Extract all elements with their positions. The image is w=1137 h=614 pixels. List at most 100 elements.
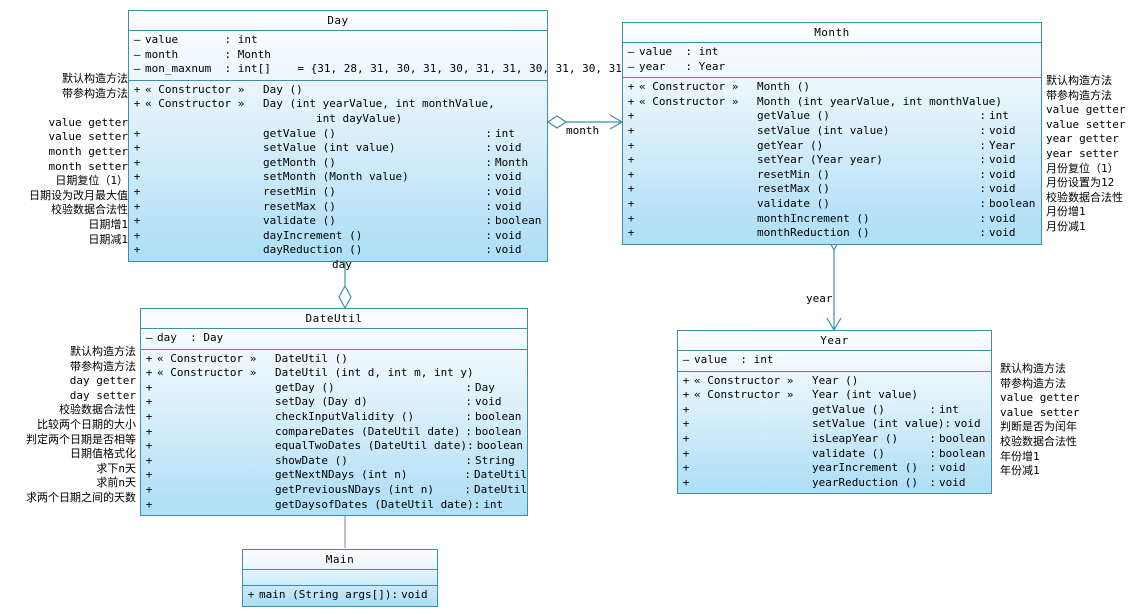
annotation-line: 月份设置为12: [1046, 176, 1115, 190]
operation-signature: main (String args[]): [259, 588, 392, 601]
attribute-row: –value : int: [129, 33, 547, 48]
operation-signature: setYear (Year year): [757, 153, 883, 167]
visibility-marker: +: [133, 228, 141, 242]
visibility-marker: –: [145, 331, 153, 344]
return-type: void: [954, 417, 981, 431]
attribute-compartment-day: –value : int–month : Month–mon_maxnum : …: [129, 31, 628, 81]
class-title-dateutil: DateUtil: [141, 309, 527, 329]
operation-signature: getValue (): [263, 126, 336, 140]
class-box-main[interactable]: Main +main (String args[]):void: [242, 549, 438, 607]
class-box-month[interactable]: Month –value : int–year : Year +« Constr…: [622, 22, 1042, 245]
operation-row: +dayReduction ():void: [129, 243, 547, 258]
operation-row: +resetMin ():void: [129, 185, 547, 200]
stereotype-label: [639, 212, 757, 227]
visibility-marker: +: [133, 155, 141, 169]
operation-row: +main (String args[]):void: [243, 588, 437, 603]
annotation-line: value getter: [1046, 103, 1126, 117]
operation-row: +resetMax ():void: [129, 200, 547, 215]
visibility-marker: +: [133, 243, 141, 257]
class-box-day[interactable]: Day –value : int–month : Month–mon_maxnu…: [128, 10, 628, 262]
annotation-line: value setter: [48, 130, 128, 144]
annotation-line: value setter: [1046, 117, 1126, 131]
visibility-marker: –: [627, 59, 635, 73]
operation-signature: yearReduction (): [812, 475, 918, 489]
attribute-colon: :: [740, 353, 754, 366]
operation-row: +resetMin ():void: [623, 168, 1041, 183]
operation-row: +getMonth ():Month: [129, 156, 547, 171]
operation-signature: getYear (): [757, 138, 824, 152]
return-colon: :: [465, 395, 472, 409]
annotation-line: 带参构造方法: [1000, 376, 1066, 390]
visibility-marker: +: [682, 373, 690, 387]
return-type: void: [495, 243, 522, 257]
attribute-compartment-main: [243, 570, 437, 586]
return-colon: :: [465, 453, 472, 467]
operation-row: +validate ():boolean: [678, 447, 991, 462]
stereotype-label: [694, 432, 812, 447]
return-colon: :: [465, 409, 472, 423]
attribute-colon: :: [685, 45, 699, 58]
operation-row: +« Constructor »Day (): [129, 83, 547, 98]
visibility-marker: +: [145, 395, 153, 409]
attribute-row: –value : int: [623, 45, 1041, 60]
return-colon: :: [929, 446, 936, 460]
visibility-marker: +: [627, 167, 635, 181]
operation-signature: setValue (int value): [757, 123, 890, 137]
attribute-compartment-year: –value : int: [678, 351, 991, 372]
operation-row: +getPreviousNDays (int n):DateUtil: [141, 483, 527, 498]
return-type: int: [989, 109, 1009, 123]
operation-row: +resetMax ():void: [623, 182, 1041, 197]
operation-signature: getMonth (): [263, 155, 336, 169]
annotation-line: value getter: [48, 115, 128, 129]
class-box-dateutil[interactable]: DateUtil –day : Day +« Constructor »Date…: [140, 308, 528, 517]
class-box-year[interactable]: Year –value : int +« Constructor »Year (…: [677, 330, 992, 495]
visibility-marker: –: [627, 45, 635, 58]
visibility-marker: +: [682, 402, 690, 416]
operation-signature: Day (int yearValue, int monthValue,: [263, 97, 495, 111]
stereotype-label: [639, 124, 757, 139]
operation-row: +monthIncrement ():void: [623, 212, 1041, 227]
return-colon: :: [473, 497, 481, 511]
visibility-marker: +: [627, 182, 635, 196]
return-type: void: [989, 123, 1016, 137]
class-title-main: Main: [243, 550, 437, 570]
return-colon: :: [485, 184, 492, 198]
operation-row: +yearReduction ():void: [678, 476, 991, 491]
annotation-line: 默认构造方法: [1000, 362, 1066, 375]
attribute-row: –month : Month: [129, 48, 547, 63]
return-colon: :: [485, 199, 492, 213]
operation-signature: showDate (): [275, 453, 348, 467]
attribute-row: –value : int: [678, 353, 991, 368]
annotation-line: 带参构造方法: [62, 86, 128, 100]
operation-row: +checkInputValidity ():boolean: [141, 410, 527, 425]
link-label-year: year: [806, 292, 833, 305]
operation-compartment-dateutil: +« Constructor »DateUtil ()+« Constructo…: [141, 350, 527, 516]
visibility-marker: +: [682, 475, 690, 489]
visibility-marker: +: [145, 380, 153, 394]
visibility-marker: +: [133, 141, 141, 155]
annotation-line: 校验数据合法性: [51, 203, 128, 217]
annotation-line: 校验数据合法性: [59, 403, 136, 417]
visibility-marker: +: [247, 588, 255, 601]
return-type: void: [989, 153, 1016, 167]
annotation-line: month setter: [48, 159, 128, 173]
operation-signature: validate (): [757, 196, 830, 210]
attribute-colon: :: [224, 47, 238, 61]
annotation-line: 求前n天: [96, 476, 136, 490]
visibility-marker: +: [145, 453, 153, 467]
annotation-line: 求两个日期之间的天数: [26, 490, 136, 504]
stereotype-label: [157, 483, 275, 498]
attribute-name: value: [145, 33, 225, 46]
operation-signature: Day (): [263, 82, 303, 96]
attribute-colon: :: [190, 331, 204, 344]
return-type: boolean: [939, 446, 986, 460]
stereotype-label: [694, 476, 812, 491]
return-type: void: [939, 461, 966, 475]
stereotype-label: [157, 381, 275, 396]
visibility-marker: –: [133, 33, 141, 46]
stereotype-label: [157, 498, 275, 513]
stereotype-label: [639, 109, 757, 124]
stereotype-label: « Constructor »: [145, 82, 245, 96]
